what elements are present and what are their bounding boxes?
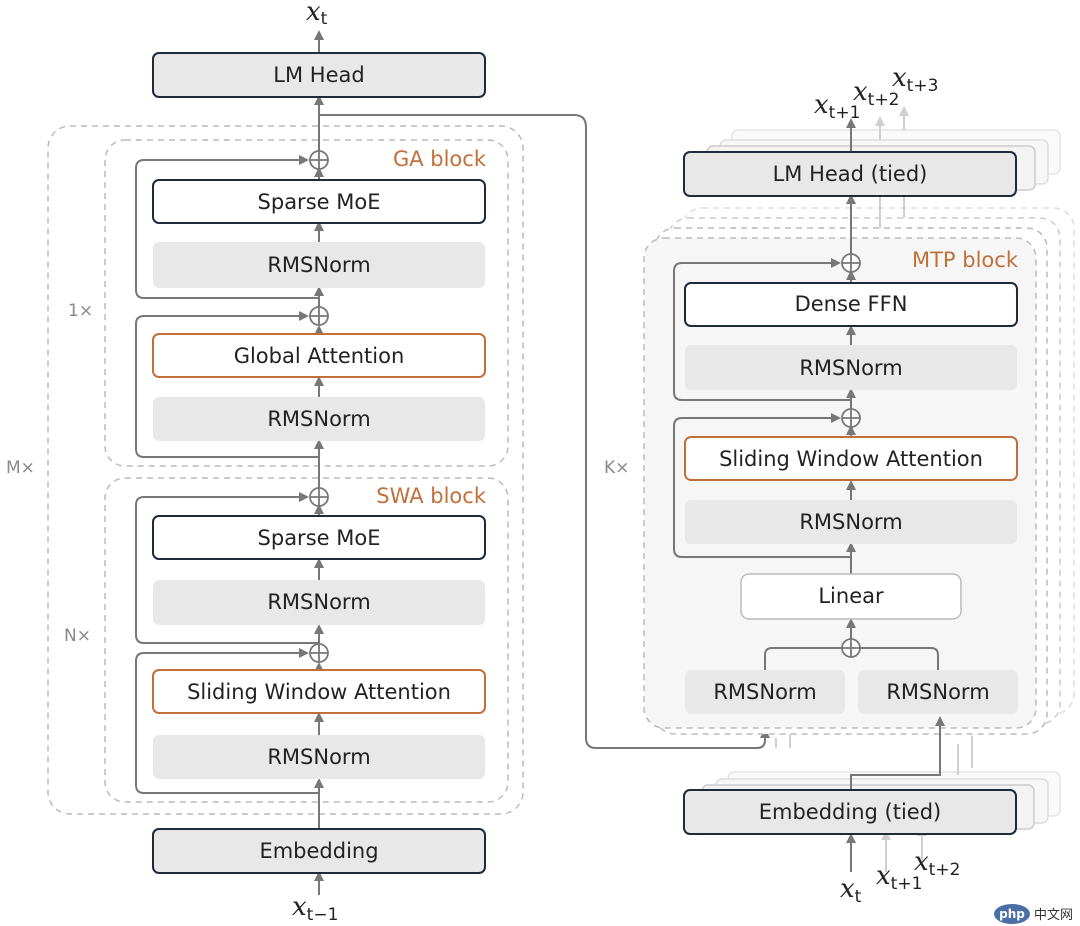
swa-moe-box bbox=[152, 515, 486, 560]
right-add-nodes bbox=[841, 253, 861, 658]
right-input-token-1: xt bbox=[840, 874, 862, 907]
ga-block-title: GA block bbox=[393, 147, 487, 171]
ga-norm-top-label: RMSNorm bbox=[267, 253, 370, 277]
swa-block-frame bbox=[104, 477, 509, 803]
swa-multiplier: N× bbox=[64, 626, 91, 646]
right-input-token-3: xt+2 bbox=[914, 847, 960, 880]
mtp-norm-top-label: RMSNorm bbox=[799, 356, 902, 380]
mtp-ffn-box bbox=[684, 282, 1018, 327]
ga-norm-top-box bbox=[153, 242, 485, 288]
outer-multiplier: M× bbox=[6, 458, 35, 478]
mtp-norm-top-box bbox=[685, 345, 1017, 390]
right-flow-arrows bbox=[673, 118, 945, 872]
mtp-multiplier: K× bbox=[604, 458, 629, 478]
mtp-linear-box bbox=[740, 573, 962, 620]
mtp-ffn-label: Dense FFN bbox=[795, 292, 908, 316]
right-lm-head-label: LM Head (tied) bbox=[773, 162, 928, 186]
right-output-token-1: xt+1 bbox=[814, 90, 860, 123]
swa-norm-top-box bbox=[153, 580, 485, 625]
ga-attention-box bbox=[152, 333, 486, 378]
swa-moe-label: Sparse MoE bbox=[258, 526, 381, 550]
mtp-norm-left-box bbox=[685, 670, 845, 714]
watermark: php 中文网 bbox=[994, 904, 1073, 924]
mtp-norm-left-label: RMSNorm bbox=[713, 680, 816, 704]
right-output-token-3: xt+3 bbox=[892, 63, 938, 96]
left-lm-head-box bbox=[152, 52, 486, 98]
ga-moe-box bbox=[152, 179, 486, 224]
mtp-linear-label: Linear bbox=[818, 584, 884, 608]
swa-block-title: SWA block bbox=[376, 484, 487, 508]
mtp-norm-right-box bbox=[858, 670, 1018, 714]
left-embedding-label: Embedding bbox=[259, 839, 378, 863]
swa-norm-bottom-box bbox=[153, 735, 485, 779]
right-embedding-box bbox=[683, 789, 1017, 835]
left-input-token: xt−1 bbox=[292, 892, 338, 925]
watermark-badge bbox=[994, 904, 1030, 924]
right-input-token-2: xt+1 bbox=[876, 861, 922, 894]
ga-block-frame bbox=[104, 139, 509, 467]
swa-norm-top-label: RMSNorm bbox=[267, 590, 370, 614]
ga-moe-label: Sparse MoE bbox=[258, 190, 381, 214]
left-output-token: xt bbox=[306, 0, 328, 29]
ga-norm-bottom-label: RMSNorm bbox=[267, 407, 370, 431]
swa-attention-box bbox=[152, 669, 486, 714]
ga-norm-bottom-box bbox=[153, 397, 485, 441]
watermark-text: 中文网 bbox=[1034, 908, 1073, 923]
swa-attention-label: Sliding Window Attention bbox=[187, 680, 451, 704]
ga-multiplier: 1× bbox=[68, 301, 93, 321]
right-ghost-arrows bbox=[775, 106, 973, 872]
watermark-badge-text: php bbox=[999, 907, 1025, 921]
mtp-attention-box bbox=[684, 436, 1018, 481]
right-embedding-label: Embedding (tied) bbox=[759, 800, 942, 824]
mtp-norm-right-label: RMSNorm bbox=[886, 680, 989, 704]
right-output-token-2: xt+2 bbox=[853, 77, 899, 110]
left-embedding-box bbox=[152, 828, 486, 874]
left-add-nodes bbox=[309, 150, 329, 663]
swa-norm-bottom-label: RMSNorm bbox=[267, 745, 370, 769]
right-lm-head-box bbox=[683, 151, 1017, 197]
left-flow-arrows bbox=[135, 30, 770, 895]
left-lm-head-label: LM Head bbox=[273, 63, 364, 87]
mtp-attention-label: Sliding Window Attention bbox=[719, 447, 983, 471]
ga-attention-label: Global Attention bbox=[234, 344, 405, 368]
mtp-norm-mid-box bbox=[685, 500, 1017, 544]
mtp-block-title: MTP block bbox=[912, 248, 1019, 272]
mtp-norm-mid-label: RMSNorm bbox=[799, 510, 902, 534]
